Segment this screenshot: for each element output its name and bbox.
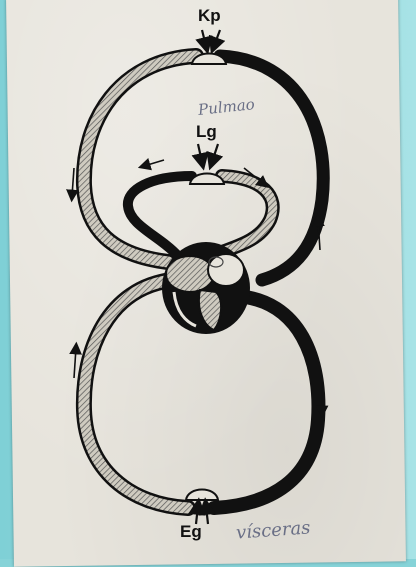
label-kp: Kp <box>198 6 221 26</box>
lg-input-arrows <box>198 144 218 162</box>
heart <box>162 242 250 334</box>
kp-input-arrows <box>202 30 220 46</box>
lower-loop-solid <box>214 296 318 508</box>
label-eg: Eg <box>180 522 202 542</box>
label-lg: Lg <box>196 122 217 142</box>
inner-loop-solid <box>128 176 192 256</box>
capillary-eg-cap <box>186 490 218 501</box>
